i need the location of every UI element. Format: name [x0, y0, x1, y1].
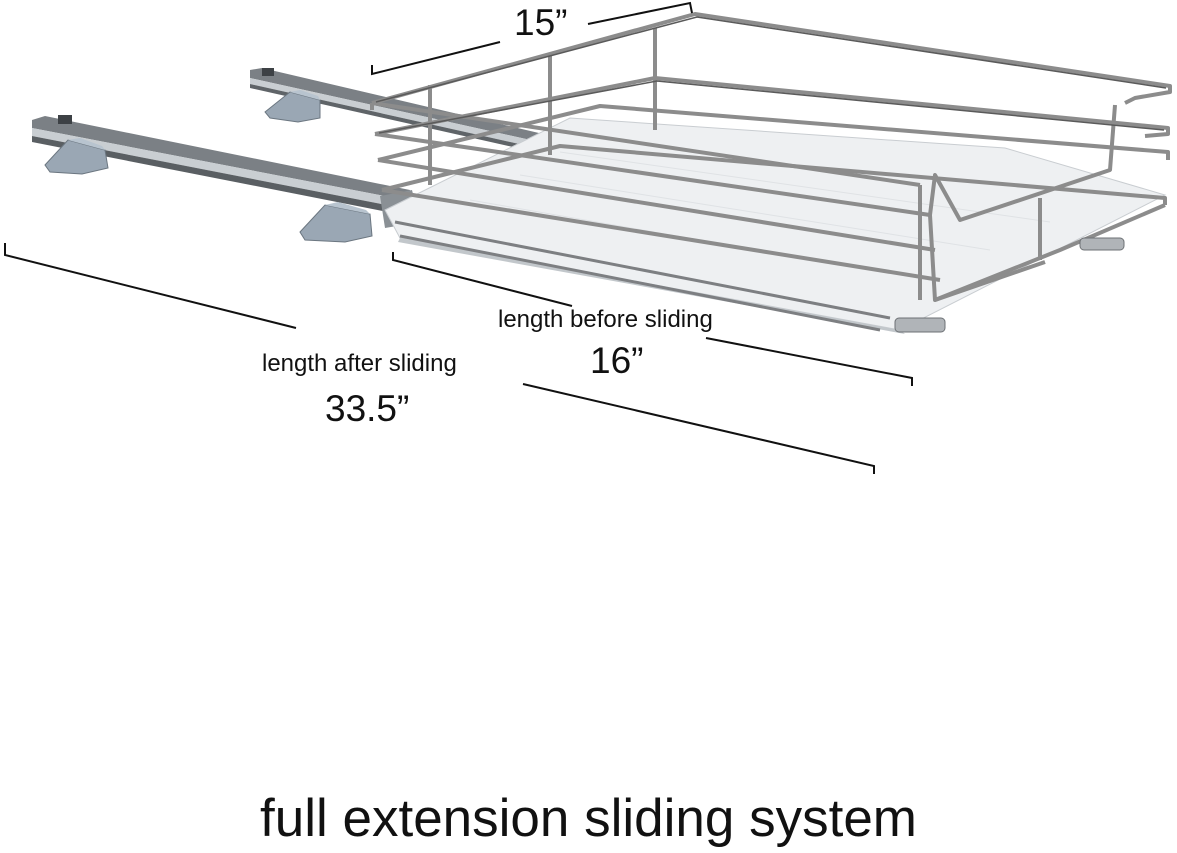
width-dimension-line-right: [587, 1, 693, 25]
wire-basket-inner-bars: [375, 16, 1167, 134]
rail-end-pin-1: [1079, 237, 1125, 251]
after-dimension-line-left: [4, 243, 297, 329]
back-mounting-bracket-1: [264, 90, 321, 123]
width-value: 15”: [514, 2, 568, 43]
basket-front-edge: [394, 220, 891, 332]
after-dimension-line-right: [522, 383, 875, 474]
product-caption: full extension sliding system: [260, 789, 917, 848]
length-after-sliding-value: 33.5”: [325, 388, 410, 429]
length-before-sliding-value: 16”: [590, 340, 644, 381]
rail-end-pin-2: [894, 317, 946, 333]
wire-basket-frame: [370, 12, 1172, 302]
dimension-lines: [4, 1, 913, 474]
width-dimension-line-left: [371, 41, 501, 76]
before-dimension-line-left: [392, 252, 573, 307]
front-mounting-bracket-2: [299, 202, 373, 243]
length-before-sliding-caption: length before sliding: [498, 306, 713, 333]
length-after-sliding-caption: length after sliding: [262, 350, 457, 377]
before-dimension-line-right: [705, 337, 913, 386]
front-mounting-bracket-1: [44, 138, 109, 175]
